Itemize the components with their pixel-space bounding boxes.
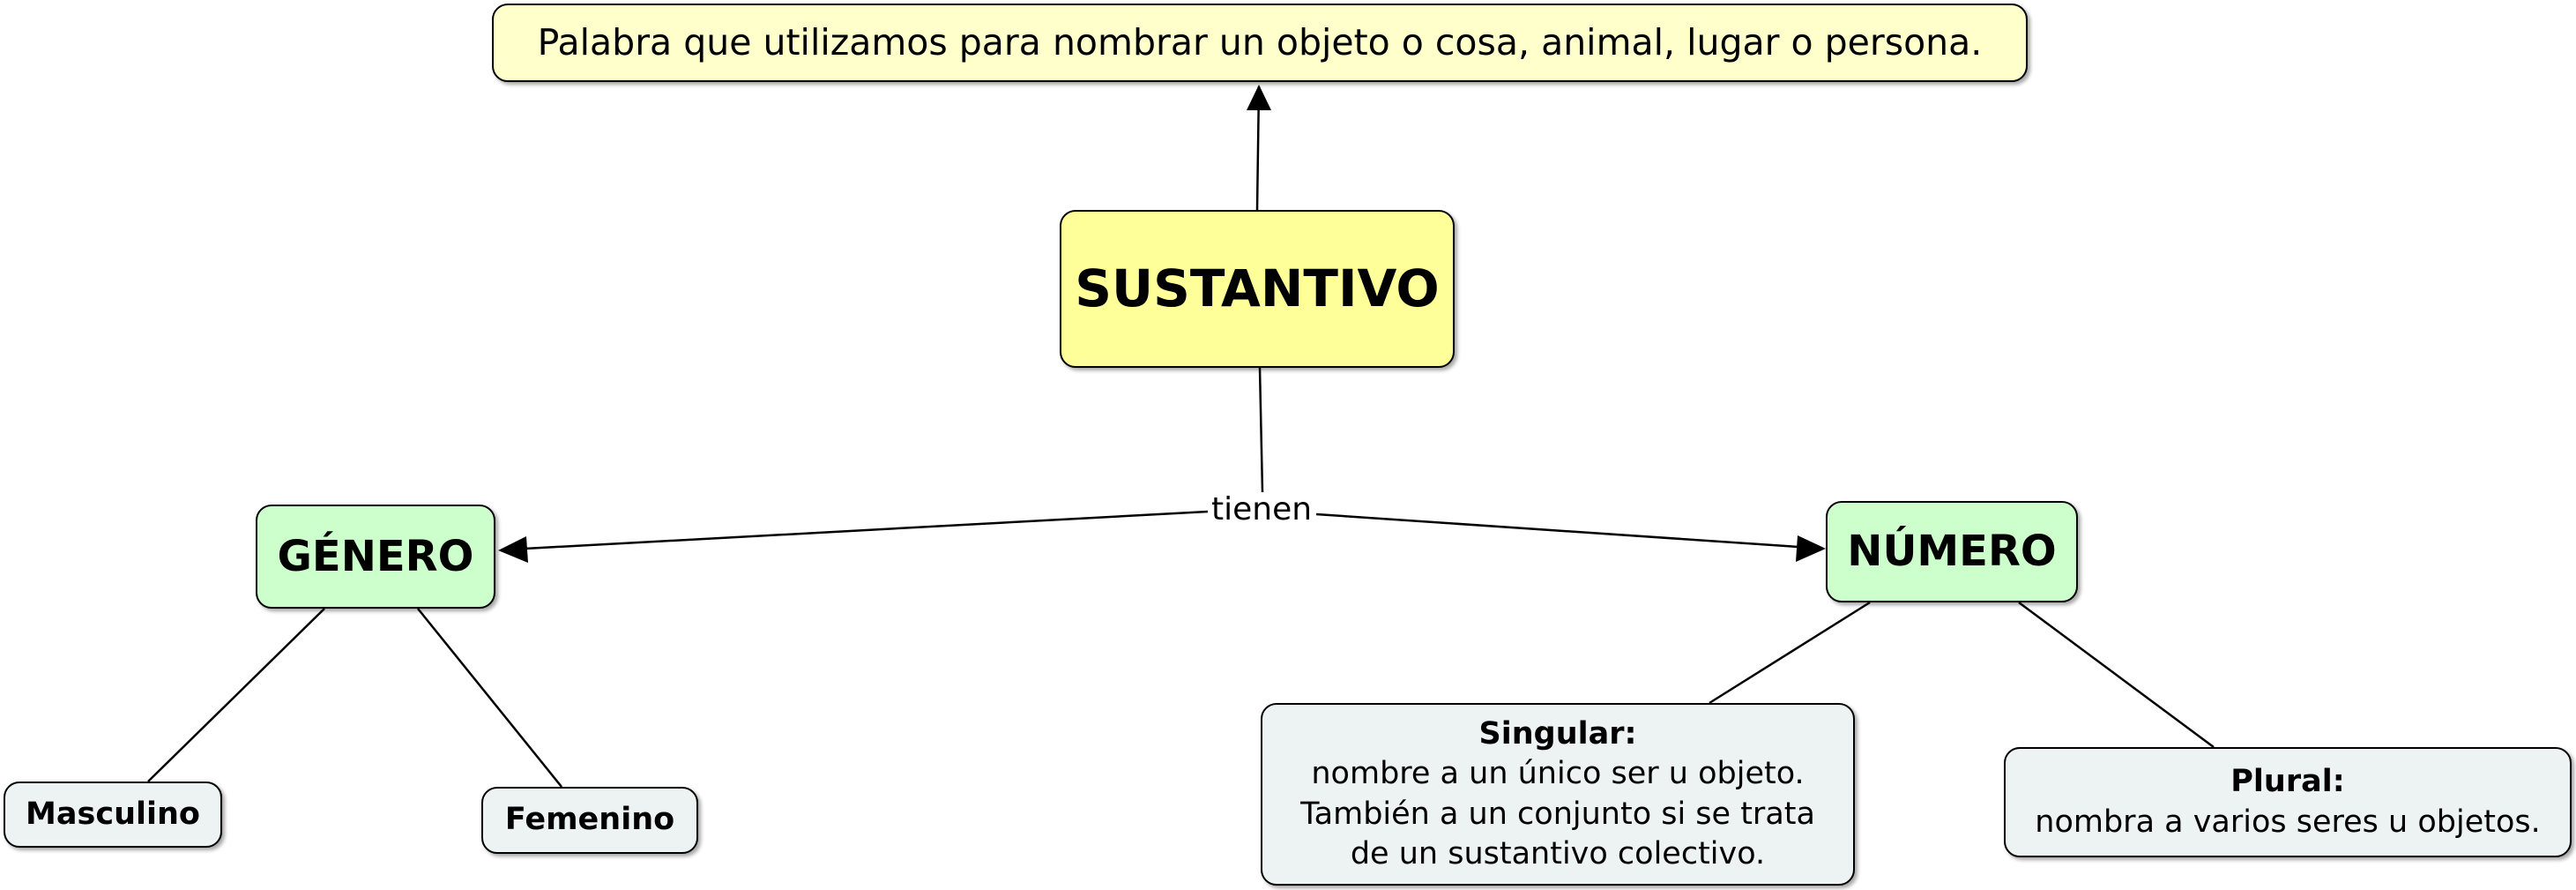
link-genero-masculino: [147, 608, 325, 782]
singular-title: Singular:: [1478, 715, 1637, 752]
genero-text: GÉNERO: [277, 531, 474, 581]
arrowhead-up: [1247, 85, 1271, 110]
masculino-node: Masculino: [4, 782, 222, 848]
singular-line: nombre a un único ser u objeto.: [1311, 756, 1805, 791]
plural-line: nombra a varios seres u objetos.: [2035, 804, 2541, 840]
definition-node: Palabra que utilizamos para nombrar un o…: [492, 4, 2028, 82]
numero-text: NÚMERO: [1847, 527, 2057, 577]
link-tienen-genero: [524, 510, 1209, 550]
masculino-text: Masculino: [26, 796, 200, 832]
genero-node: GÉNERO: [256, 505, 495, 609]
plural-node: Plural: nombra a varios seres u objetos.: [2004, 747, 2572, 857]
sustantivo-node: SUSTANTIVO: [1060, 210, 1455, 368]
singular-node: Singular: nombre a un único ser u objeto…: [1261, 703, 1855, 886]
plural-title: Plural:: [2230, 764, 2345, 799]
link-label-tienen: tienen: [1208, 492, 1316, 527]
definition-text: Palabra que utilizamos para nombrar un o…: [537, 20, 1983, 64]
singular-line: También a un conjunto si se trata: [1300, 796, 1815, 832]
sustantivo-text: SUSTANTIVO: [1075, 258, 1440, 318]
link-sustantivo-tienen: [1258, 367, 1264, 493]
femenino-text: Femenino: [504, 802, 675, 838]
link-numero-singular: [1709, 601, 1871, 705]
numero-node: NÚMERO: [1826, 501, 2078, 602]
arrowhead-left: [498, 536, 528, 563]
link-tienen-numero: [1315, 512, 1799, 549]
link-genero-femenino: [417, 608, 562, 788]
femenino-node: Femenino: [481, 787, 698, 854]
link-numero-plural: [2018, 601, 2215, 749]
arrowhead-right: [1796, 535, 1826, 562]
singular-line: de un sustantivo colectivo.: [1350, 836, 1766, 871]
